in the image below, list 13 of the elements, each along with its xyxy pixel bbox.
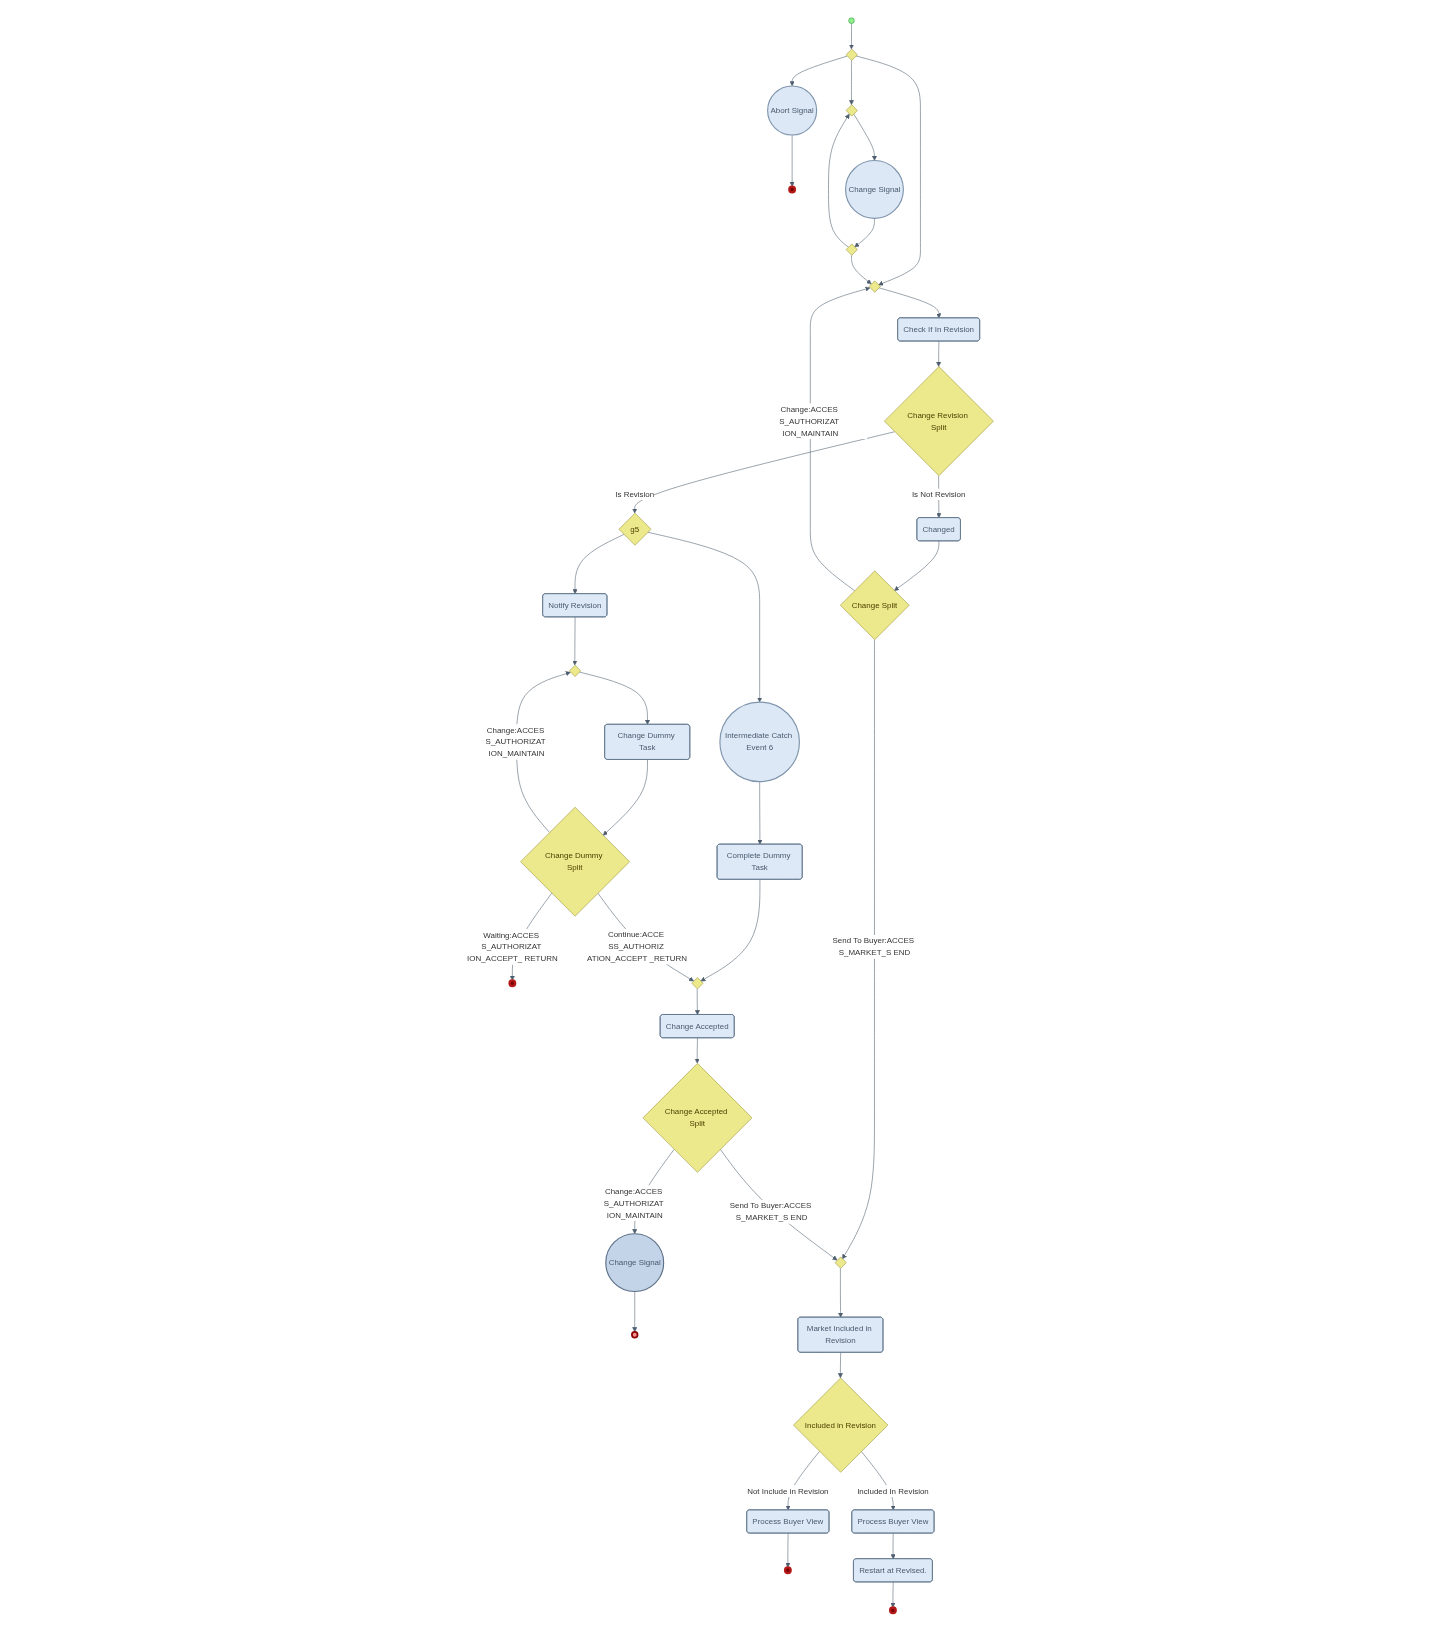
node-diamond (691, 977, 703, 990)
node-circle (787, 185, 796, 194)
node-circle (507, 979, 516, 988)
node-diamond (845, 243, 858, 256)
node-circle (630, 1331, 638, 1339)
node-circle (847, 17, 855, 24)
node-diamond (834, 1256, 847, 1269)
node-diamond (845, 104, 858, 117)
node-diamond (568, 664, 581, 677)
node-circle (783, 1566, 792, 1575)
node-diamond (845, 48, 858, 61)
node-circle (888, 1606, 897, 1615)
node-diamond (868, 280, 881, 293)
